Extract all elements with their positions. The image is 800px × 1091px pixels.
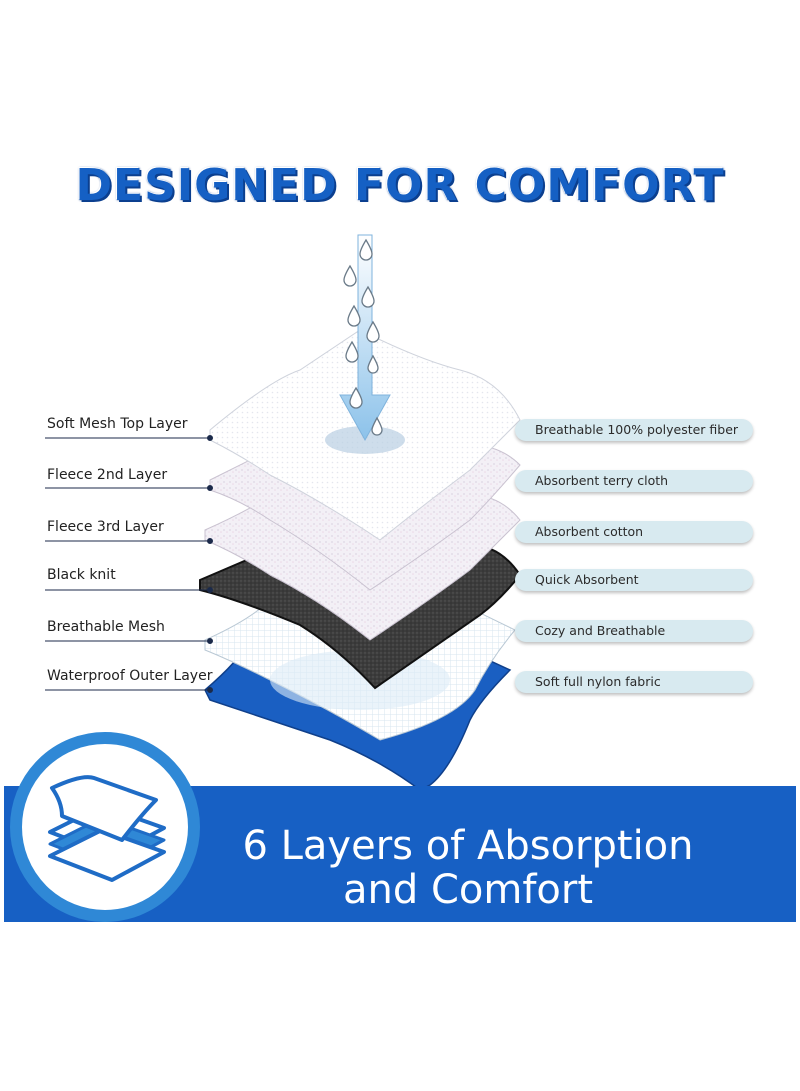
layer-label-left: Breathable Mesh — [47, 619, 165, 635]
layer-label-left: Waterproof Outer Layer — [47, 668, 213, 684]
banner-title-line1: 6 Layers of Absorption — [242, 823, 694, 869]
layer-feature-pill: Breathable 100% polyester fiber — [515, 419, 753, 441]
layer-feature-pill: Quick Absorbent — [515, 569, 753, 591]
water-drop-icon — [343, 238, 383, 436]
layer-feature-pill: Cozy and Breathable — [515, 620, 753, 642]
headline: DESIGNED FOR COMFORT — [75, 160, 725, 211]
layer-feature-pill: Absorbent terry cloth — [515, 470, 753, 492]
left-leader-lines — [45, 435, 213, 693]
layer-label-left: Black knit — [47, 567, 116, 583]
layer-feature-pill: Absorbent cotton — [515, 521, 753, 543]
layer-label-left: Soft Mesh Top Layer — [47, 416, 188, 432]
layer-feature-pill: Soft full nylon fabric — [515, 671, 753, 693]
layer-label-left: Fleece 2nd Layer — [47, 467, 168, 483]
down-arrow-icon — [339, 234, 391, 442]
layer-label-left: Fleece 3rd Layer — [47, 519, 164, 535]
banner-title-line2: and Comfort — [342, 867, 594, 913]
